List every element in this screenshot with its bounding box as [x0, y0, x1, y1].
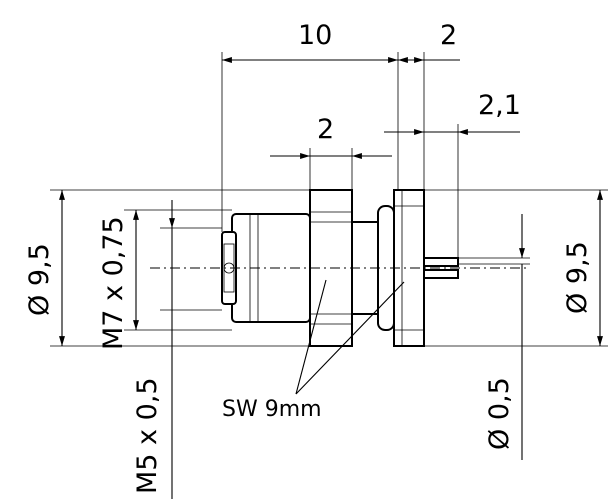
dimension-flange-thickness: 2 [398, 20, 460, 190]
contact-pin-upper [423, 257, 459, 267]
dimension-length-overall: 10 [221, 20, 399, 232]
pin-diameter-label: Ø 0,5 [484, 377, 515, 450]
dimension-pin-diameter: Ø 0,5 [458, 214, 530, 460]
thread-m7-label: M7 x 0,75 [98, 216, 129, 350]
wrench-size-label: SW 9mm [222, 397, 322, 422]
thread-m5-label: M5 x 0,5 [132, 377, 163, 494]
dimension-thread-m7: M7 x 0,75 [98, 209, 232, 350]
dimension-nut-width: 2 [270, 114, 392, 190]
dimension-diameter-left: Ø 9,5 [24, 189, 310, 347]
wrench-size-callout: SW 9mm [222, 279, 405, 422]
pin-length-label: 2,1 [478, 90, 521, 121]
dimension-pin-length: 2,1 [384, 90, 521, 258]
contact-pin-lower [423, 269, 459, 279]
nut-width-label: 2 [317, 114, 334, 145]
dimension-thread-m5: M5 x 0,5 [132, 200, 222, 499]
length-overall-label: 10 [298, 20, 332, 51]
diameter-right-label: Ø 9,5 [562, 241, 593, 314]
flange-thickness-label: 2 [440, 20, 457, 51]
diameter-left-label: Ø 9,5 [24, 243, 55, 316]
dimension-diameter-right: Ø 9,5 [424, 189, 608, 347]
